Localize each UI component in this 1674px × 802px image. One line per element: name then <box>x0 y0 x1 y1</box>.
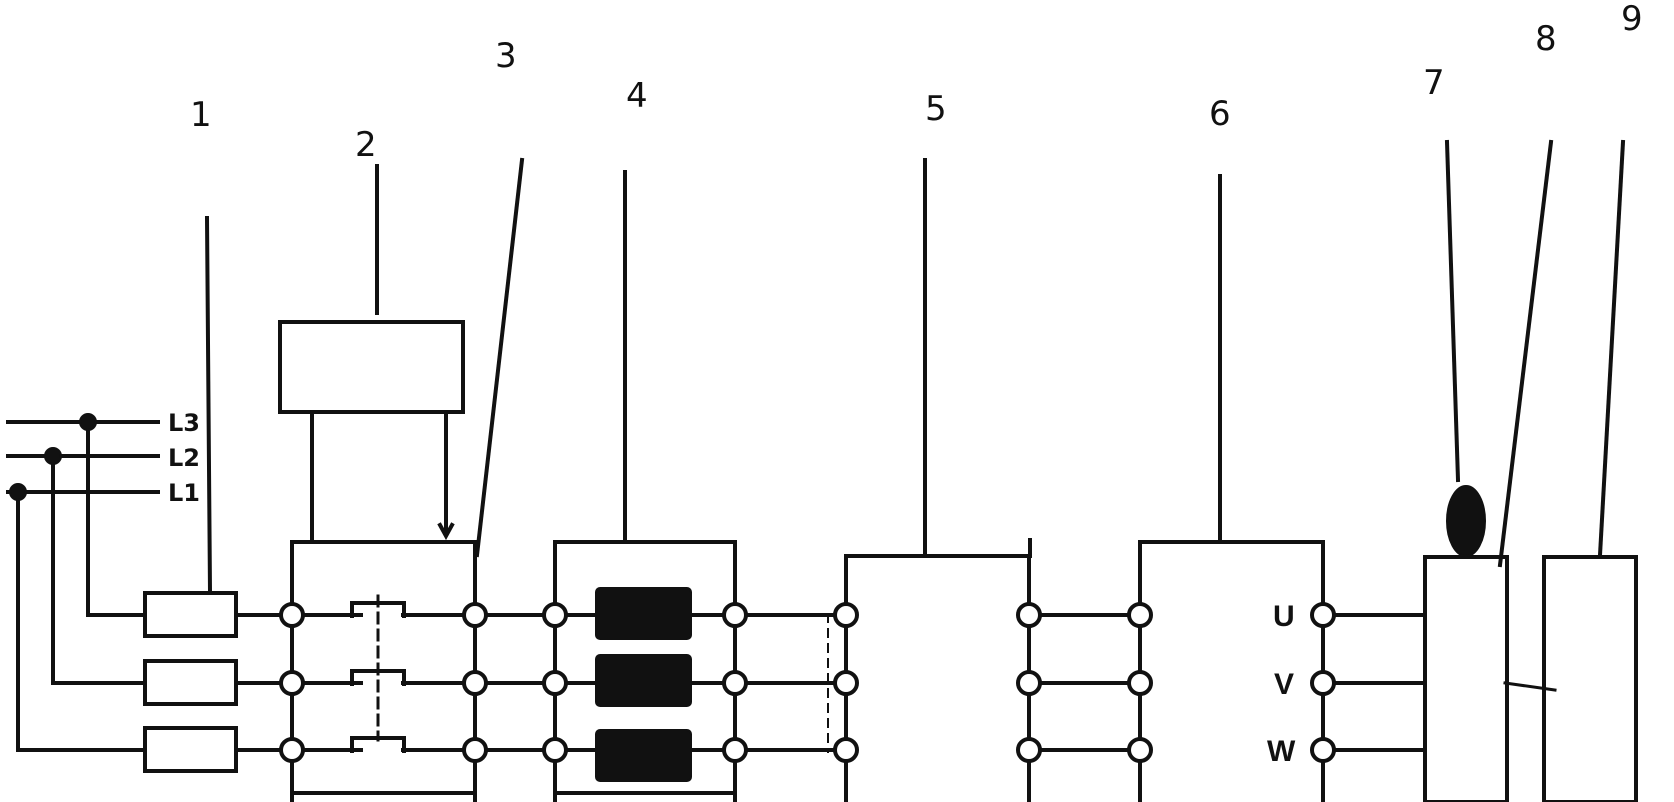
drive-input-middle-terminal <box>1127 670 1153 696</box>
motor-to-external-link <box>1503 681 1557 692</box>
converter-input-top-terminal <box>833 602 859 628</box>
callout-8-leader <box>1497 139 1554 568</box>
l2-junction <box>44 447 62 465</box>
drive-input-bottom-terminal <box>1127 737 1153 763</box>
converter-output-bottom-terminal <box>1016 737 1042 763</box>
converter-output-top-terminal <box>1016 602 1042 628</box>
breaker-input-top-terminal <box>279 602 305 628</box>
output-v-label: V <box>1274 668 1294 701</box>
drive-output-w-terminal <box>1310 737 1336 763</box>
callout-3-number: 3 <box>495 36 517 76</box>
callout-9-leader <box>1597 139 1626 558</box>
callout-6-number: 6 <box>1209 94 1231 134</box>
callout-1-number: 1 <box>190 95 212 135</box>
breaker-output-middle-terminal <box>462 670 488 696</box>
drive-input-top-terminal <box>1127 602 1153 628</box>
callout-9-number: 9 <box>1621 0 1643 39</box>
l3-junction <box>79 413 97 431</box>
reactor-input-middle-terminal <box>542 670 568 696</box>
breaker-input-bottom-terminal <box>279 737 305 763</box>
external-block-9 <box>1542 555 1638 802</box>
callout-3-leader <box>474 157 525 558</box>
callout-8-number: 8 <box>1535 19 1557 59</box>
converter-input-bottom-terminal <box>833 737 859 763</box>
top-fuse <box>143 591 238 638</box>
breaker-output-top-terminal <box>462 602 488 628</box>
l2-label: L2 <box>168 444 200 472</box>
callout-1-leader <box>204 215 213 595</box>
drive-output-u-terminal <box>1310 602 1336 628</box>
output-u-label: U <box>1273 600 1295 633</box>
callout-7-leader <box>1444 139 1461 483</box>
reactor-input-bottom-terminal <box>542 737 568 763</box>
converter-module-5-box <box>844 554 1031 802</box>
callout-7-number: 7 <box>1423 63 1445 103</box>
l1-label: L1 <box>168 479 200 507</box>
middle-fuse <box>143 659 238 706</box>
control-module-arrowhead <box>437 522 455 541</box>
reactor-input-top-terminal <box>542 602 568 628</box>
breaker-output-bottom-terminal <box>462 737 488 763</box>
l3-label: L3 <box>168 409 200 437</box>
motor-block-8 <box>1423 555 1509 802</box>
bottom-reactor-core <box>595 729 692 782</box>
callout-2-number: 2 <box>355 125 377 165</box>
reactor-output-middle-terminal <box>722 670 748 696</box>
drive-module-6-box <box>1138 540 1325 802</box>
converter-output-middle-terminal <box>1016 670 1042 696</box>
callout-4-number: 4 <box>626 76 648 116</box>
drive-output-v-terminal <box>1310 670 1336 696</box>
converter-input-middle-terminal <box>833 670 859 696</box>
breaker-input-middle-terminal <box>279 670 305 696</box>
bottom-fuse <box>143 726 238 773</box>
control-module-box <box>278 320 465 414</box>
l1-junction <box>9 483 27 501</box>
reactor-output-bottom-terminal <box>722 737 748 763</box>
middle-reactor-core <box>595 654 692 707</box>
callout-5-number: 5 <box>925 89 947 129</box>
reactor-output-top-terminal <box>722 602 748 628</box>
top-reactor-core <box>595 587 692 640</box>
output-w-label: W <box>1267 735 1296 768</box>
encoder-sensor-7 <box>1446 485 1486 557</box>
